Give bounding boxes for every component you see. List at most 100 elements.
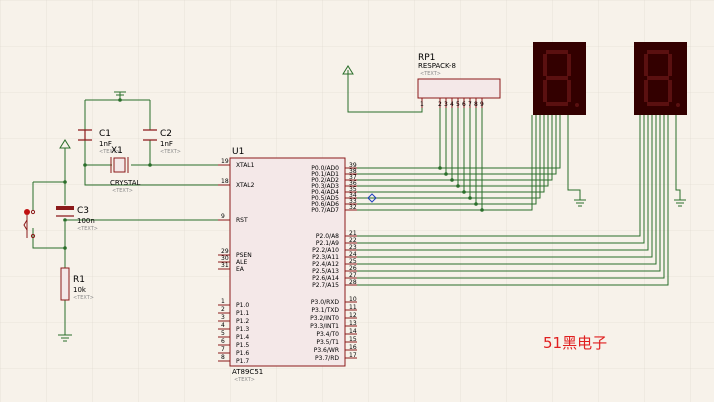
display2-segments — [644, 50, 672, 106]
u1-pin-name: P3.1/TXD — [311, 307, 339, 314]
u1-pin-name: PSEN — [236, 252, 252, 259]
u1-pin-name: P2.1/A9 — [316, 240, 339, 247]
brand-watermark: 51黑电子 — [543, 334, 607, 352]
u1-pin-number: 35 — [349, 186, 357, 193]
r1-text-tag: <TEXT> — [73, 295, 94, 301]
x1-part: CRYSTAL — [110, 179, 141, 187]
u1-pin-name: P1.2 — [236, 318, 249, 325]
u1-pin-number: 30 — [221, 255, 229, 262]
u1-left-pins: 19XTAL118XTAL29RST29PSEN30ALE31EA1P1.02P… — [218, 158, 255, 365]
u1-pin-number: 8 — [221, 354, 225, 361]
u1-pin-number: 9 — [221, 213, 225, 220]
u1-pin-name: P2.0/A8 — [316, 233, 339, 240]
u1-pin-name: P3.0/RXD — [311, 299, 339, 306]
u1-pin-number: 32 — [349, 204, 357, 211]
crystal-x1[interactable]: X1 CRYSTAL <TEXT> — [110, 146, 141, 194]
c1-value: 1nF — [99, 140, 112, 148]
u1-pin-number: 4 — [221, 322, 225, 329]
rp1-pin-number: 9 — [480, 101, 484, 108]
u1-pin-number: 22 — [349, 237, 357, 244]
r1-value: 10k — [73, 286, 87, 294]
u1-pin-number: 19 — [221, 158, 229, 165]
display2-dot — [676, 103, 680, 107]
u1-pin-number: 38 — [349, 168, 357, 175]
u1-pin-number: 34 — [349, 192, 357, 199]
u1-part: AT89C51 — [232, 368, 263, 376]
rp1-pin-number: 2 — [438, 101, 442, 108]
x1-ref: X1 — [111, 146, 123, 156]
probe-marker-icon[interactable] — [367, 193, 377, 203]
ground-symbol-display2 — [674, 199, 686, 207]
u1-pin-name: P0.7/AD7 — [311, 207, 339, 214]
seven-segment-display-2[interactable] — [634, 42, 687, 115]
capacitor-c2[interactable]: C2 1nF <TEXT> — [143, 129, 181, 155]
capacitor-c3[interactable]: C3 100n <TEXT> — [56, 206, 98, 232]
u1-pin-number: 10 — [349, 296, 357, 303]
u1-pin-name: P2.4/A12 — [312, 261, 339, 268]
u1-pin-number: 6 — [221, 338, 225, 345]
u1-pin-name: P0.3/AD3 — [311, 183, 339, 190]
u1-pin-number: 27 — [349, 272, 357, 279]
u1-pin-number: 26 — [349, 265, 357, 272]
u1-pin-number: 16 — [349, 344, 357, 351]
u1-pin-name: P0.2/AD2 — [311, 177, 339, 184]
seven-segment-display-1[interactable] — [533, 42, 586, 115]
u1-pin-name: XTAL1 — [236, 162, 255, 169]
u1-pin-name: P1.6 — [236, 350, 249, 357]
x1-text-tag: <TEXT> — [112, 188, 133, 194]
u1-pin-name: P2.5/A13 — [312, 268, 339, 275]
reset-button-contact — [23, 215, 28, 238]
resistor-r1[interactable]: R1 10k <TEXT> — [60, 267, 94, 301]
u1-pin-number: 18 — [221, 178, 229, 185]
u1-pin-name: EA — [236, 266, 245, 273]
u1-pin-name: P1.1 — [236, 310, 249, 317]
u1-pin-name: P1.0 — [236, 302, 249, 309]
u1-pin-name: P0.6/AD6 — [311, 201, 339, 208]
rp1-pin-number: 7 — [468, 101, 472, 108]
c3-ref: C3 — [77, 206, 89, 216]
ground-symbol-reset — [58, 334, 72, 342]
rp1-pin-number: 8 — [474, 101, 478, 108]
microcontroller-u1[interactable]: U1 AT89C51 <TEXT> 19XTAL118XTAL29RST29PS… — [218, 147, 357, 383]
u1-body — [229, 157, 346, 367]
u1-pin-name: P1.7 — [236, 358, 249, 365]
rp1-ref: RP1 — [418, 53, 435, 63]
capacitor-c1[interactable]: C1 1nF <TEXT> — [78, 129, 120, 155]
r1-ref: R1 — [73, 275, 85, 285]
reset-button-icon[interactable] — [23, 209, 36, 239]
u1-pin-number: 21 — [349, 230, 357, 237]
capacitor-c3-body — [56, 206, 74, 210]
u1-pin-number: 33 — [349, 198, 357, 205]
u1-pin-number: 2 — [221, 306, 225, 313]
u1-pin-number: 3 — [221, 314, 225, 321]
c2-value: 1nF — [160, 140, 173, 148]
u1-pin-number: 28 — [349, 279, 357, 286]
rp1-part: RESPACK-8 — [418, 62, 456, 70]
crystal-x1-plates — [110, 157, 129, 173]
u1-pin-name: P3.3/INT1 — [310, 323, 339, 330]
u1-pin-number: 5 — [221, 330, 225, 337]
rp1-pin-number: 1 — [420, 101, 424, 108]
c2-ref: C2 — [160, 129, 172, 139]
u1-pin-name: P2.3/A11 — [312, 254, 339, 261]
u1-pin-name: P3.5/T1 — [316, 339, 339, 346]
vcc-arrow-reset-icon — [59, 139, 71, 149]
u1-pin-number: 29 — [221, 248, 229, 255]
u1-pin-name: P3.4/T0 — [316, 331, 339, 338]
u1-pin-name: P3.6/WR — [314, 347, 339, 354]
display1-dot — [575, 103, 579, 107]
wires — [32, 88, 681, 362]
u1-pin-name: RST — [236, 217, 248, 224]
u1-pin-name: P3.7/RD — [315, 355, 339, 362]
u1-pin-number: 23 — [349, 244, 357, 251]
u1-pin-number: 11 — [349, 304, 357, 311]
u1-pin-number: 24 — [349, 251, 357, 258]
u1-pin-number: 7 — [221, 346, 225, 353]
u1-pin-name: P0.4/AD4 — [311, 189, 339, 196]
u1-pin-name: P0.5/AD5 — [311, 195, 339, 202]
c3-value: 100n — [77, 217, 95, 225]
